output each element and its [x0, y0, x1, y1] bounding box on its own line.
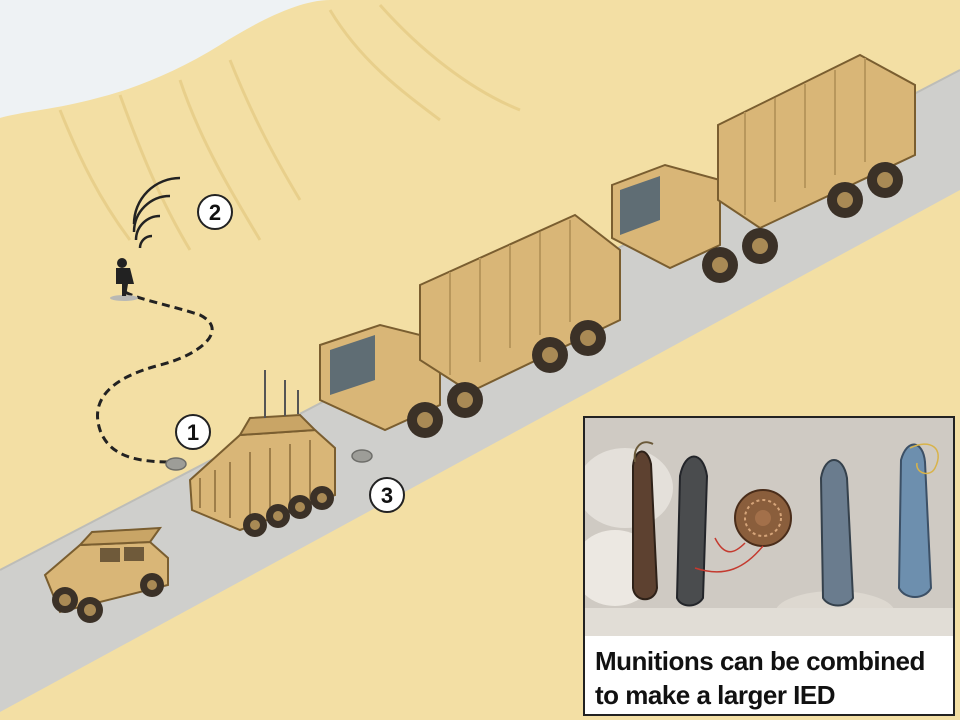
- armored-vehicle: [188, 370, 336, 537]
- cargo-truck: [611, 53, 916, 283]
- humvee-vehicle: [43, 526, 169, 623]
- callout-3-number: 3: [381, 483, 393, 508]
- callout-1-number: 1: [187, 420, 199, 445]
- insurgent-figure-icon: [110, 258, 138, 301]
- cargo-truck: [319, 213, 621, 438]
- callout-3: 3: [369, 477, 405, 513]
- buried-ied-icon: [351, 449, 373, 463]
- buried-ied-icon: [165, 457, 187, 471]
- callout-1: 1: [175, 414, 211, 450]
- munitions-inset: Munitions can be combined to make a larg…: [583, 416, 955, 716]
- radio-signal-icon: [132, 176, 181, 249]
- inset-caption: Munitions can be combined to make a larg…: [595, 646, 925, 710]
- hill-ridges: [58, 4, 521, 251]
- munitions-photo: [585, 418, 953, 636]
- command-wire: [96, 290, 214, 464]
- callout-2-number: 2: [209, 200, 221, 225]
- callout-2: 2: [197, 194, 233, 230]
